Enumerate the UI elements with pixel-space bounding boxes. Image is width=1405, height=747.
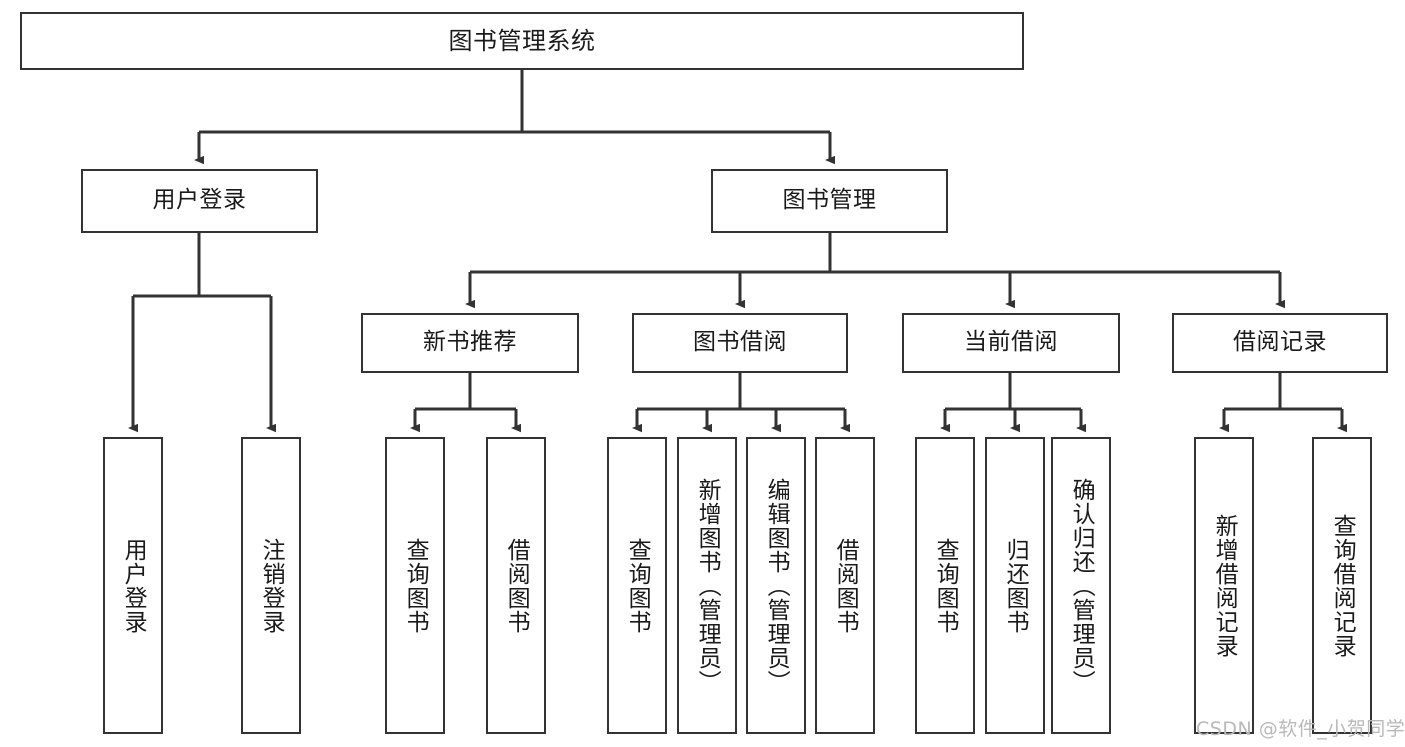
node-label: 用户登录 bbox=[120, 537, 147, 634]
node-label: 查询借阅记录 bbox=[1329, 513, 1356, 658]
node-new-book-recommend[interactable]: 新书推荐 bbox=[361, 313, 579, 373]
leaf-current-query-book[interactable]: 查询图书 bbox=[915, 437, 975, 734]
csdn-watermark: CSDN @软件_小贺同学 bbox=[1196, 718, 1405, 740]
leaf-user-login-sign-in[interactable]: 用户登录 bbox=[103, 437, 163, 734]
leaf-borrow-add-book-admin[interactable]: 新增图书（管理员） bbox=[677, 437, 737, 734]
node-label: 图书借阅 bbox=[693, 329, 787, 356]
leaf-records-query-record[interactable]: 查询借阅记录 bbox=[1312, 437, 1372, 734]
node-book-management[interactable]: 图书管理 bbox=[711, 169, 948, 233]
node-current-borrow[interactable]: 当前借阅 bbox=[902, 313, 1120, 373]
node-label: 当前借阅 bbox=[964, 329, 1058, 356]
leaf-current-return-book[interactable]: 归还图书 bbox=[985, 437, 1045, 734]
node-book-borrow[interactable]: 图书借阅 bbox=[632, 313, 848, 373]
node-label: 注销登录 bbox=[258, 537, 285, 634]
leaf-records-add-record[interactable]: 新增借阅记录 bbox=[1194, 437, 1254, 734]
leaf-borrow-query-book[interactable]: 查询图书 bbox=[607, 437, 667, 734]
node-user-login[interactable]: 用户登录 bbox=[81, 169, 318, 233]
node-label: 借阅图书 bbox=[832, 537, 859, 634]
node-label: 新增借阅记录 bbox=[1211, 513, 1238, 658]
node-label: 确认归还（管理员） bbox=[1068, 477, 1095, 694]
node-label: 编辑图书（管理员） bbox=[763, 477, 790, 694]
node-label: 图书管理 bbox=[782, 187, 877, 214]
node-label: 查询图书 bbox=[932, 537, 959, 634]
node-root-book-management-system[interactable]: 图书管理系统 bbox=[20, 12, 1024, 70]
leaf-borrow-borrow-book[interactable]: 借阅图书 bbox=[815, 437, 875, 734]
node-label: 借阅图书 bbox=[503, 537, 530, 634]
node-label: 借阅记录 bbox=[1233, 329, 1327, 356]
node-label: 查询图书 bbox=[624, 537, 651, 634]
leaf-new-books-query-book[interactable]: 查询图书 bbox=[385, 437, 445, 734]
node-label: 新书推荐 bbox=[423, 329, 517, 356]
leaf-new-books-borrow-book[interactable]: 借阅图书 bbox=[486, 437, 546, 734]
node-label: 用户登录 bbox=[152, 187, 247, 214]
node-label: 归还图书 bbox=[1002, 537, 1029, 634]
node-borrow-records[interactable]: 借阅记录 bbox=[1172, 313, 1388, 373]
leaf-current-confirm-return-admin[interactable]: 确认归还（管理员） bbox=[1051, 437, 1111, 734]
node-label: 查询图书 bbox=[402, 537, 429, 634]
leaf-user-login-sign-out[interactable]: 注销登录 bbox=[241, 437, 301, 734]
leaf-borrow-edit-book-admin[interactable]: 编辑图书（管理员） bbox=[746, 437, 806, 734]
node-label: 新增图书（管理员） bbox=[694, 477, 721, 694]
node-label: 图书管理系统 bbox=[448, 26, 596, 55]
